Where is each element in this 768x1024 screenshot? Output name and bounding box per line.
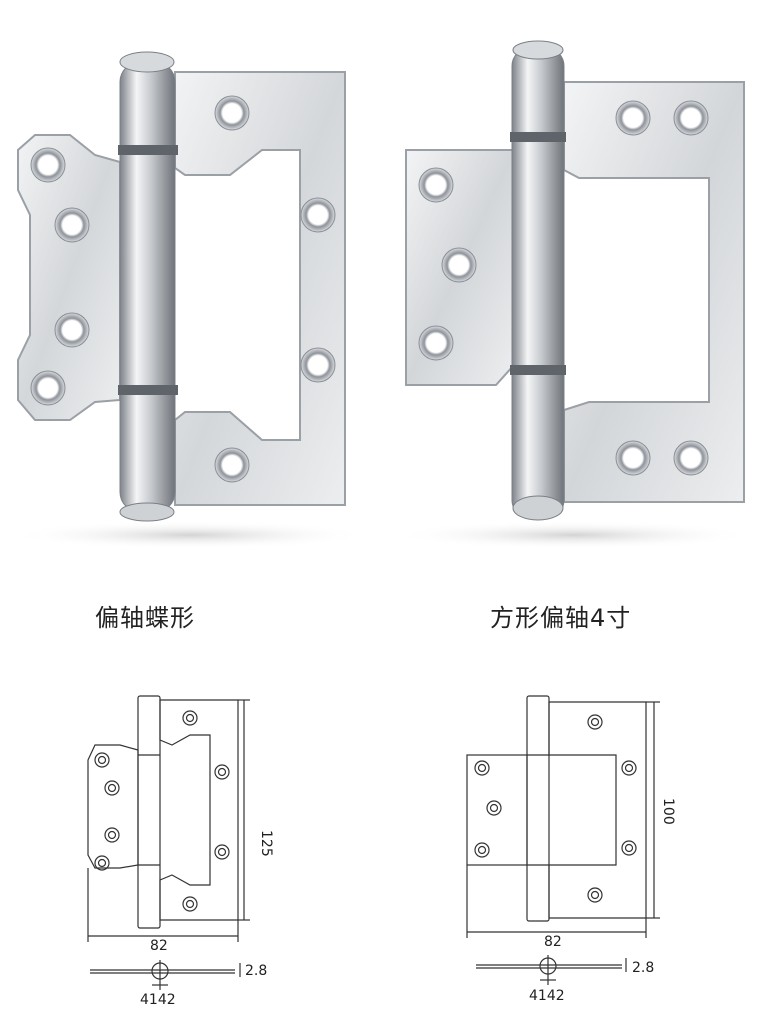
screw-hole-icon — [418, 100, 709, 476]
pin-dimension: 4142 — [529, 988, 565, 1004]
height-dimension: 100 — [660, 798, 676, 825]
product-caption-square: 方形偏轴4寸 — [490, 604, 632, 632]
width-dimension: 82 — [544, 934, 562, 950]
square-technical-drawing: 100 82 2.8 4142 — [466, 695, 676, 1004]
thickness-dimension: 2.8 — [632, 960, 654, 976]
height-dimension: 125 — [258, 830, 274, 857]
screw-hole-icon — [30, 95, 336, 483]
product-caption-butterfly: 偏轴蝶形 — [95, 604, 195, 632]
thickness-dimension: 2.8 — [245, 963, 267, 979]
butterfly-hinge-photo — [10, 51, 370, 549]
square-hinge-photo — [394, 40, 754, 549]
pin-dimension: 4142 — [140, 992, 176, 1008]
width-dimension: 82 — [150, 938, 168, 954]
butterfly-technical-drawing: 125 82 2.8 4142 — [87, 695, 274, 1008]
